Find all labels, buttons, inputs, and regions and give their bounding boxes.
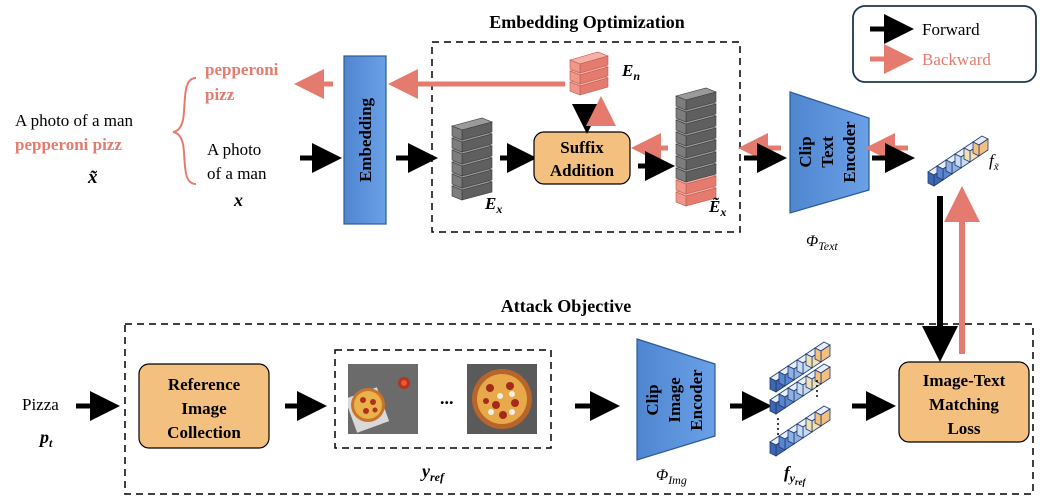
ref-box-line3: Collection (167, 423, 241, 442)
fy-row1-cell (814, 341, 831, 363)
ex-tilde-token-stack (675, 87, 717, 207)
pt-label: pt (38, 427, 53, 450)
loss-line2: Matching (929, 395, 999, 414)
ref-box-line2: Image (181, 399, 227, 418)
pepperoni-line2: pizz (205, 85, 235, 104)
clip-image-encoder (636, 338, 716, 461)
image-feature-vectors (769, 341, 831, 457)
clip-img-line2: Image (665, 377, 684, 423)
original-prompt-symbol: x (233, 190, 243, 210)
ellipsis-label: ... (440, 388, 454, 408)
legend-backward-label: Backward (922, 50, 991, 69)
en-token-stack (569, 51, 609, 96)
clip-img-line3: Encoder (687, 369, 706, 431)
full-prompt-line1: A photo of a man (15, 111, 134, 130)
attack-objective-region (124, 323, 1034, 495)
embedding-label: Embedding (356, 97, 375, 182)
reference-images-region (334, 349, 552, 449)
yref-label: yref (420, 461, 445, 484)
fy-row3-cell (814, 405, 831, 427)
full-prompt-line2: pepperoni pizz (15, 135, 122, 154)
ref-box-line1: Reference (168, 375, 241, 394)
clip-text-encoder (789, 91, 870, 214)
en-label: En (621, 61, 640, 83)
f-tilde-cell (972, 135, 989, 157)
legend-box (852, 5, 1037, 83)
phi-img-label: ΦImg (656, 467, 687, 487)
ex-label: Ex (484, 194, 502, 216)
ex-tilde-slab (675, 87, 717, 111)
matching-loss-box (898, 361, 1030, 443)
f-tilde-cell (927, 165, 944, 187)
original-prompt-line2: of a man (207, 164, 267, 183)
reference-image-collection-box (138, 363, 270, 449)
ex-slab (451, 117, 493, 141)
clip-text-line2: Text (818, 136, 837, 168)
pizza-image-1 (348, 364, 418, 434)
text-feature-vector (927, 135, 989, 187)
loss-line3: Loss (947, 419, 980, 438)
loss-line1: Image-Text (923, 371, 1006, 390)
suffix-addition-line1: Suffix (560, 138, 604, 157)
pepperoni-line1: pepperoni (205, 60, 279, 79)
embedding-optimization-title: Embedding Optimization (489, 12, 685, 32)
ex-tilde-label: Ẽx (708, 197, 726, 219)
attack-objective-title: Attack Objective (501, 296, 631, 316)
original-prompt-line1: A photo (207, 140, 261, 159)
full-prompt-symbol: x̃ (87, 167, 98, 188)
fy-label: fyref (784, 463, 806, 487)
embedding-block (343, 55, 387, 225)
clip-text-line3: Encoder (840, 121, 859, 183)
phi-text-label: ΦText (806, 233, 838, 253)
prompt-brace (172, 77, 197, 185)
en-slab (569, 51, 609, 74)
pizza-label: Pizza (22, 395, 59, 414)
f-tilde-label: fx̃ (989, 151, 999, 173)
pizza-image-2 (467, 364, 537, 434)
ex-token-stack (451, 117, 493, 201)
legend-forward-label: Forward (922, 20, 980, 39)
suffix-addition-line2: Addition (550, 161, 615, 180)
clip-text-line1: Clip (796, 136, 815, 167)
clip-img-line1: Clip (643, 384, 662, 415)
